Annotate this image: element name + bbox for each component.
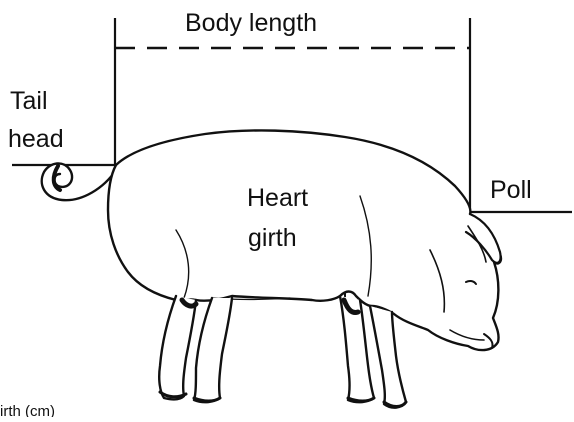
heart-girth-label-line1: Heart [247,184,308,212]
pig-illustration [42,130,501,407]
heart-girth-label-line2: girth [248,224,297,252]
tail-head-label-line2: head [8,125,64,153]
pig-front-leg-right [370,306,406,408]
tail-head-label-line1: Tail [10,87,48,115]
pig-body [108,130,501,350]
poll-label: Poll [490,176,532,204]
pig-hind-leg-left [159,296,196,399]
pig-hind-leg-right [194,298,232,402]
body-length-label: Body length [185,9,317,37]
bottom-cut-caption: irth (cm) [0,403,55,417]
